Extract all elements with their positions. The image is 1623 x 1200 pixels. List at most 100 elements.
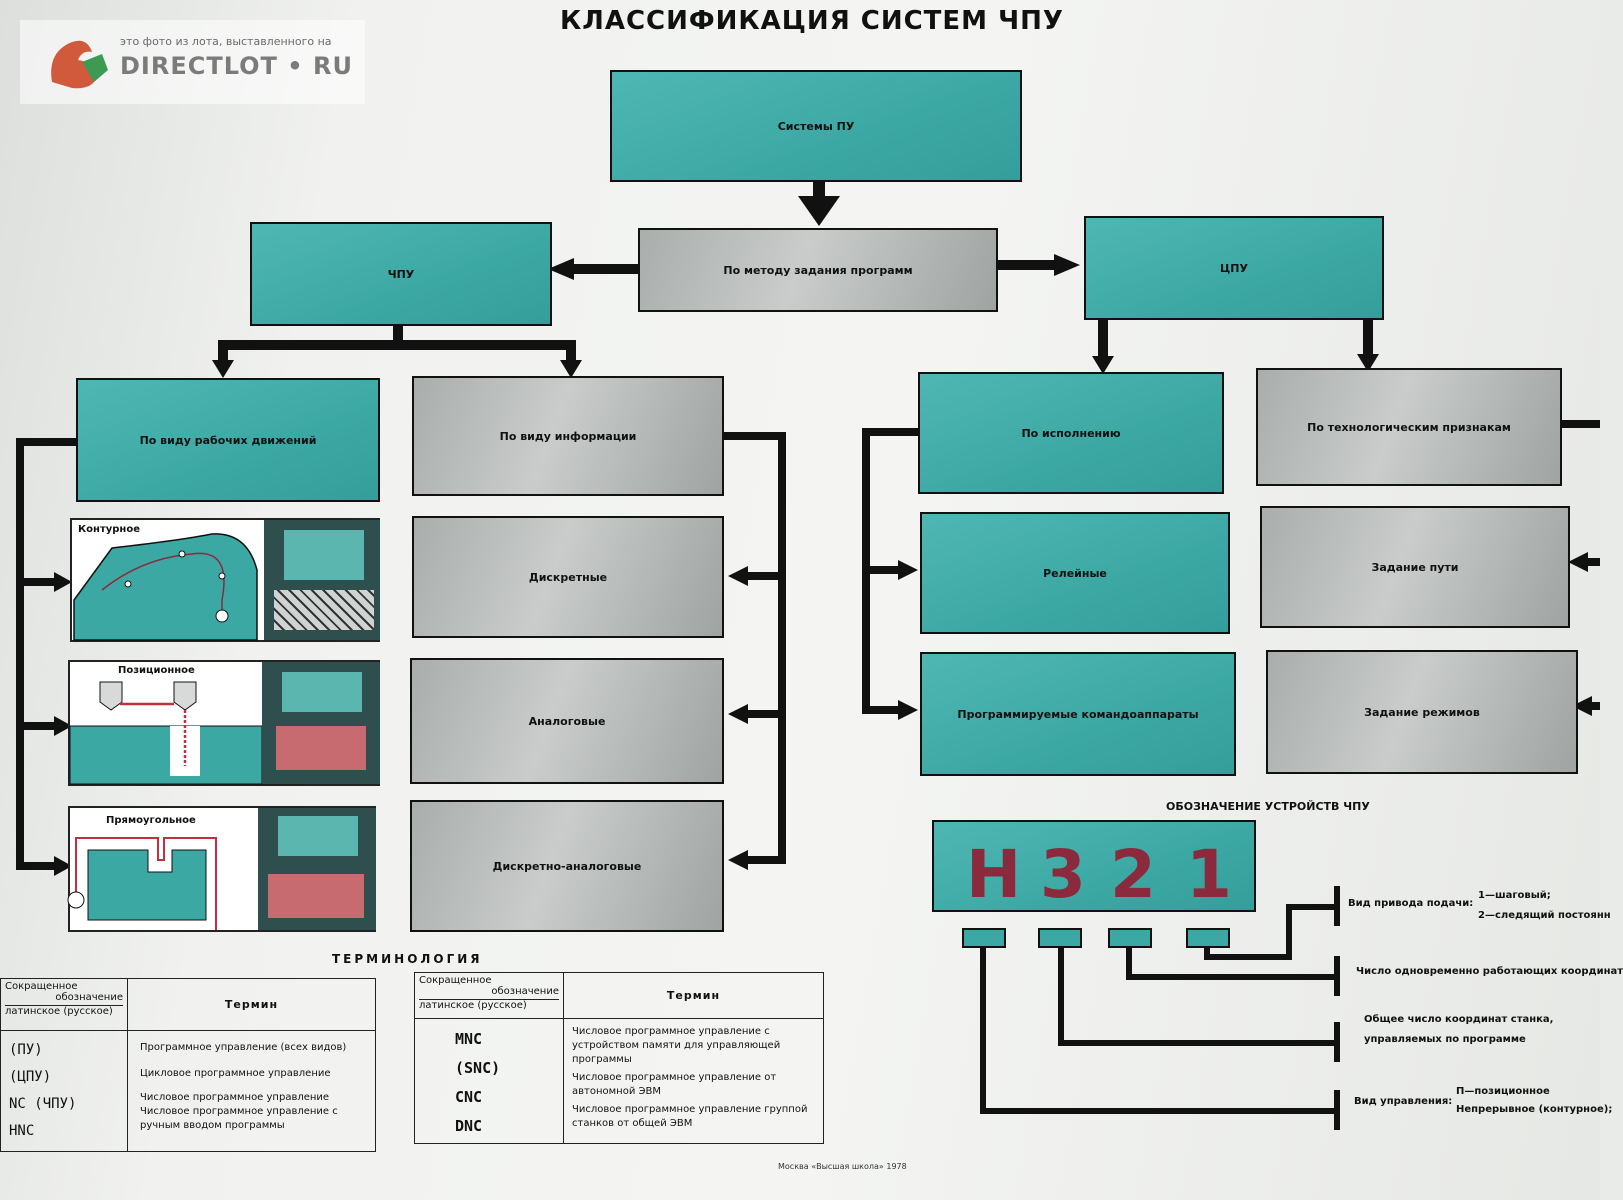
terminology-table-right: Сокращенное обозначение латинское (русск… bbox=[414, 972, 824, 1144]
connector bbox=[996, 260, 1056, 270]
connector bbox=[1286, 904, 1292, 960]
publisher-footer: Москва «Высшая школа» 1978 bbox=[778, 1162, 907, 1171]
connector bbox=[813, 178, 825, 200]
term-cell: Программное управление (всех видов) bbox=[140, 1042, 347, 1053]
code-tab bbox=[962, 928, 1006, 948]
connector bbox=[218, 340, 228, 364]
table-header-term: Термин bbox=[127, 978, 376, 1031]
arrow-left-icon bbox=[728, 566, 748, 586]
node-path: Задание пути bbox=[1260, 506, 1570, 628]
node-motion: По виду рабочих движений bbox=[76, 378, 380, 502]
term-cell: Цикловое программное управление bbox=[140, 1068, 331, 1079]
connector bbox=[1560, 420, 1600, 428]
watermark-brand: DIRECTLOT • RU bbox=[120, 52, 353, 80]
arrow-right-icon bbox=[54, 716, 72, 736]
connector bbox=[748, 572, 786, 580]
connector bbox=[16, 862, 56, 870]
connector bbox=[572, 264, 638, 274]
connector bbox=[1126, 974, 1336, 980]
header-abbr-line2: обозначение bbox=[55, 992, 123, 1003]
connector bbox=[1363, 318, 1373, 358]
connector bbox=[1286, 904, 1336, 910]
connector bbox=[1334, 1022, 1340, 1062]
arrow-down-icon bbox=[560, 360, 582, 378]
node-execution: По исполнению bbox=[918, 372, 1224, 494]
code-letter-2: 2 bbox=[1110, 836, 1156, 913]
node-method: По методу задания программ bbox=[638, 228, 998, 312]
connector bbox=[722, 432, 786, 440]
terminology-table-left: Сокращенное обозначение латинское (русск… bbox=[0, 978, 376, 1152]
terminology-heading: ТЕРМИНОЛОГИЯ bbox=[332, 952, 483, 966]
control-label: Вид управления: bbox=[1354, 1096, 1453, 1107]
node-tech: По технологическим признакам bbox=[1256, 368, 1562, 486]
header-abbr-line3: латинское (русское) bbox=[5, 1005, 123, 1017]
connector bbox=[1334, 1090, 1340, 1130]
arrow-left-icon bbox=[728, 704, 748, 724]
connector bbox=[393, 324, 403, 348]
abbr-column: (ПУ) (ЦПУ) NC (ЧПУ) HNC bbox=[0, 1030, 128, 1152]
node-discrete-analog: Дискретно-аналоговые bbox=[410, 800, 724, 932]
panel-contour bbox=[70, 518, 380, 642]
poster-title: КЛАССИФИКАЦИЯ СИСТЕМ ЧПУ bbox=[560, 6, 1064, 36]
term-column: Числовое программное управление с устрой… bbox=[563, 1018, 824, 1144]
node-tspu: ЦПУ bbox=[1084, 216, 1384, 320]
code-tab bbox=[1108, 928, 1152, 948]
arrow-left-icon bbox=[728, 850, 748, 870]
abbr-cell: HNC bbox=[9, 1123, 35, 1139]
arrow-left-icon bbox=[548, 258, 574, 280]
position-diagram bbox=[69, 681, 263, 785]
squirrel-logo-icon bbox=[51, 40, 108, 89]
drive-label: Вид привода подачи: bbox=[1348, 898, 1474, 909]
code-tab bbox=[1038, 928, 1082, 948]
panel-rectangular bbox=[67, 806, 376, 932]
connector bbox=[778, 432, 786, 864]
abbr-cell: CNC bbox=[455, 1088, 483, 1106]
control-option-2: Непрерывное (контурное); bbox=[1456, 1104, 1613, 1115]
table-header-term: Термин bbox=[563, 972, 824, 1019]
arrow-right-icon bbox=[54, 572, 72, 592]
watermark bbox=[20, 20, 365, 104]
arrow-down-icon bbox=[212, 360, 234, 378]
arrow-right-icon bbox=[898, 700, 918, 720]
connector bbox=[1058, 1040, 1336, 1046]
panel-position-label: Позиционное bbox=[118, 665, 195, 676]
panel-position bbox=[68, 660, 380, 786]
abbr-cell: (ЦПУ) bbox=[9, 1069, 52, 1085]
drive-option-2: 2—следящий постоянн bbox=[1478, 910, 1611, 921]
table-header-abbr: Сокращенное обозначение латинское (русск… bbox=[0, 978, 128, 1031]
arrow-left-icon bbox=[1568, 552, 1588, 572]
connector bbox=[1204, 946, 1210, 958]
header-abbr-line2: обозначение bbox=[491, 986, 559, 997]
connector bbox=[218, 340, 576, 350]
arrow-left-icon bbox=[1572, 696, 1592, 716]
node-root: Системы ПУ bbox=[610, 70, 1022, 182]
abbr-cell: MNC bbox=[455, 1030, 483, 1048]
abbr-column: MNC (SNC) CNC DNC bbox=[414, 1018, 564, 1144]
arrow-right-icon bbox=[1054, 254, 1080, 276]
designation-heading: ОБОЗНАЧЕНИЕ УСТРОЙСТВ ЧПУ bbox=[1166, 800, 1370, 813]
machine-illustration bbox=[264, 520, 380, 640]
term-cell: Числовое программное управление bbox=[140, 1092, 330, 1103]
node-relay: Релейные bbox=[920, 512, 1230, 634]
term-cell: Числовое программное управление от автон… bbox=[572, 1072, 777, 1097]
machine-illustration bbox=[258, 808, 376, 930]
panel-contour-label: Контурное bbox=[78, 524, 140, 535]
term-cell: Числовое программное управление с ручным… bbox=[140, 1106, 338, 1131]
connector bbox=[16, 722, 56, 730]
node-info: По виду информации bbox=[412, 376, 724, 496]
drive-option-1: 1—шаговый; bbox=[1478, 890, 1551, 901]
arrow-right-icon bbox=[54, 856, 72, 876]
connector bbox=[862, 428, 922, 436]
coord-total-2: управляемых по программе bbox=[1364, 1034, 1526, 1045]
code-letter-3: 3 bbox=[1040, 836, 1086, 913]
connector bbox=[16, 438, 24, 866]
abbr-cell: NC (ЧПУ) bbox=[9, 1096, 77, 1112]
arrow-down-icon bbox=[1092, 356, 1114, 374]
connector bbox=[862, 566, 900, 574]
abbr-cell: (ПУ) bbox=[9, 1042, 43, 1058]
node-discrete: Дискретные bbox=[412, 516, 724, 638]
connector bbox=[1098, 318, 1108, 360]
header-abbr-line1: Сокращенное bbox=[419, 975, 492, 986]
designation-code-box bbox=[932, 820, 1256, 912]
